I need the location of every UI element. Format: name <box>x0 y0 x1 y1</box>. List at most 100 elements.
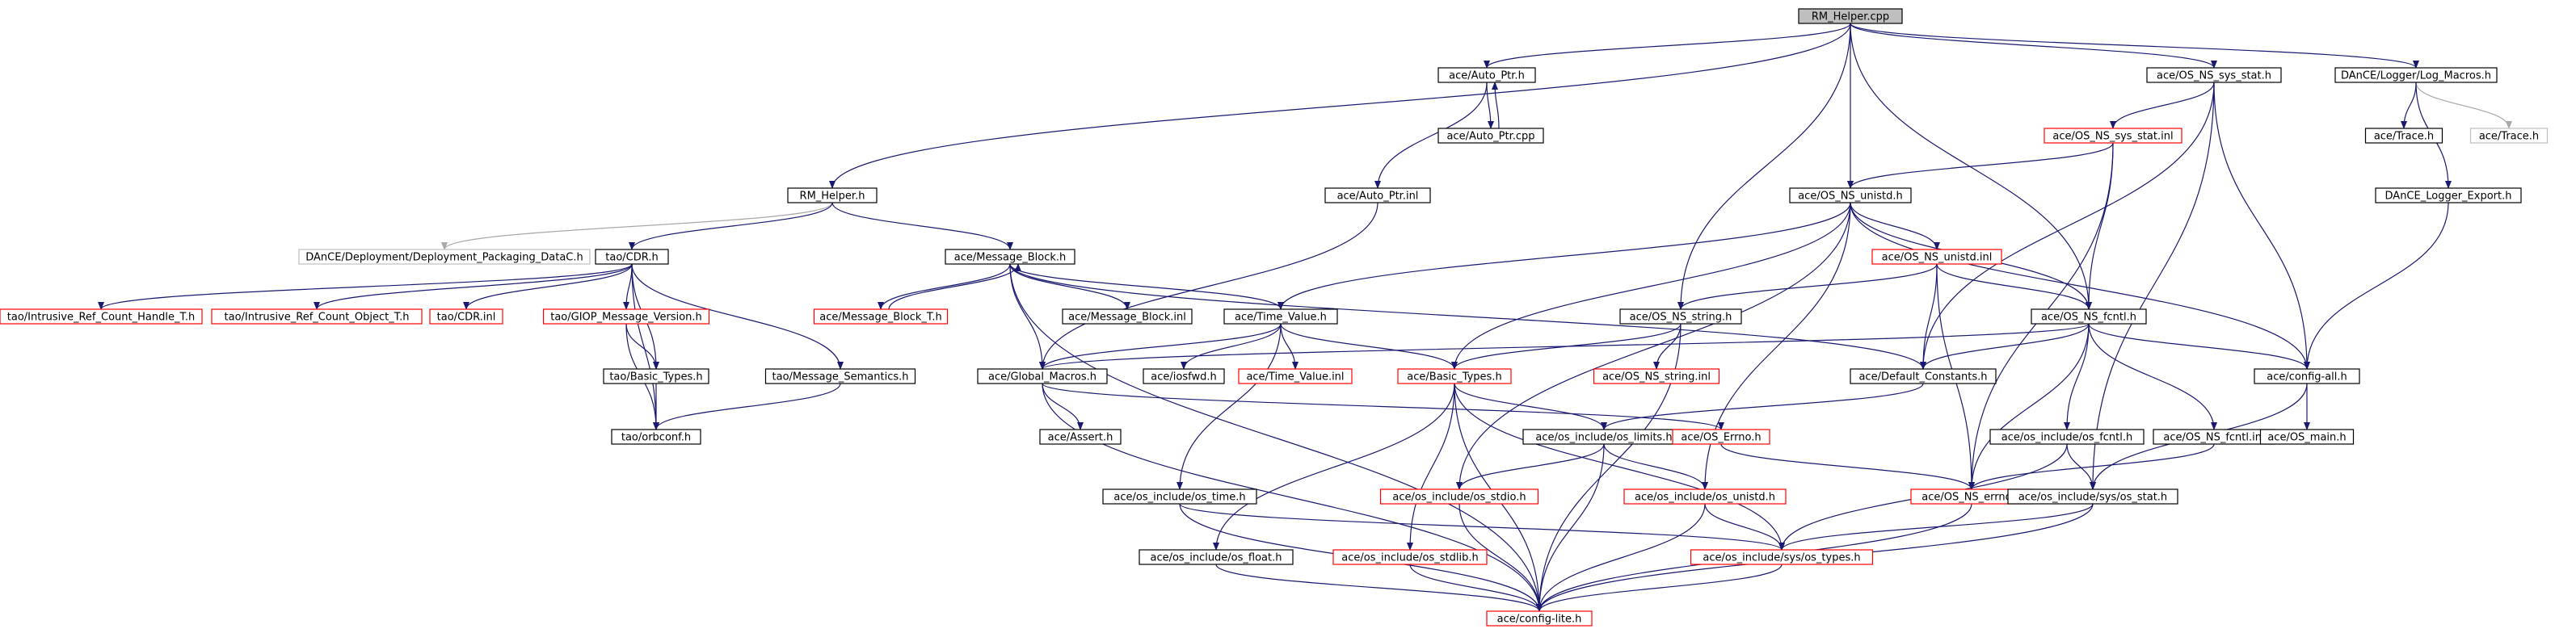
node-box <box>611 429 701 445</box>
node-label: ace/iosfwd.h <box>1151 371 1216 384</box>
edge-tao_cdr_h-to-tao_intrusive_handle <box>98 263 633 310</box>
node-label: ace/Message_Block.inl <box>1068 312 1186 324</box>
node-tao_basic_types_h[interactable]: tao/Basic_Types.h <box>603 368 709 384</box>
node-tao_message_semantics_h[interactable]: tao/Message_Semantics.h <box>764 368 916 384</box>
node-box <box>1332 549 1488 565</box>
node-ace_os_errno_h[interactable]: ace/OS_Errno.h <box>1672 429 1770 445</box>
node-ace_trace_h[interactable]: ace/Trace.h <box>2364 128 2443 144</box>
node-box <box>542 308 710 325</box>
node-ace_auto_ptr_h[interactable]: ace/Auto_Ptr.h <box>1437 67 1536 83</box>
node-box <box>813 308 949 325</box>
node-ace_auto_ptr_inl[interactable]: ace/Auto_Ptr.inl <box>1324 187 1431 203</box>
edge-ace_message_block_h-to-ace_config_lite_h <box>1009 263 1543 612</box>
node-ace_auto_ptr_cpp[interactable]: ace/Auto_Ptr.cpp <box>1437 128 1544 144</box>
node-ace_os_include_os_unistd_h[interactable]: ace/os_include/os_unistd.h <box>1623 488 1787 505</box>
node-label: DAnCE_Logger_Export.h <box>2385 191 2512 203</box>
node-ace_os_ns_fcntl_inl[interactable]: ace/OS_NS_fcntl.inl <box>2153 429 2275 445</box>
edge-ace_os_ns_sys_stat_h-to-ace_config_all_h <box>2213 82 2310 370</box>
node-ace_os_include_sys_os_stat_h[interactable]: ace/os_include/sys/os_stat.h <box>2007 488 2178 505</box>
node-ace_os_include_os_float_h[interactable]: ace/os_include/os_float.h <box>1139 549 1294 565</box>
node-ace_os_ns_string_inl[interactable]: ace/OS_NS_string.inl <box>1593 368 1720 384</box>
node-box <box>1223 308 1338 325</box>
node-box <box>787 187 878 203</box>
node-ace_os_ns_sys_stat_inl[interactable]: ace/OS_NS_sys_stat.inl <box>2044 128 2182 144</box>
edge-ace_os_ns_unistd_h-to-ace_basic_types_h <box>1451 202 1851 370</box>
node-ace_os_include_os_stdlib_h[interactable]: ace/os_include/os_stdlib.h <box>1332 549 1488 565</box>
node-dance_log_macros_h[interactable]: DAnCE/Logger/Log_Macros.h <box>2334 67 2498 83</box>
node-label: tao/CDR.inl <box>437 312 496 324</box>
edge-tao_cdr_h-to-tao_giop_message_version <box>623 263 633 310</box>
node-label: ace/OS_NS_sys_stat.inl <box>2052 131 2173 143</box>
edge-rm_helper_h-to-dance_deployment_packaging <box>441 202 833 250</box>
edge-ace_os_include_os_stdlib_h-to-ace_config_lite_h <box>1409 564 1543 612</box>
node-ace_os_include_os_fcntl_h[interactable]: ace/os_include/os_fcntl.h <box>1989 429 2145 445</box>
node-label: ace/Default_Constants.h <box>1858 371 1987 384</box>
node-rm_helper_h[interactable]: RM_Helper.h <box>787 187 878 203</box>
node-box <box>2146 67 2282 83</box>
node-tao_cdr_inl[interactable]: tao/CDR.inl <box>429 308 503 325</box>
node-box <box>1102 488 1257 505</box>
edge-ace_os_ns_unistd_inl-to-ace_os_ns_fcntl_h <box>1936 263 2092 310</box>
node-label: ace/Message_Block_T.h <box>819 312 941 324</box>
node-box <box>1062 308 1193 325</box>
node-label: ace/Auto_Ptr.h <box>1449 70 1525 82</box>
node-ace_os_include_os_limits_h[interactable]: ace/os_include/os_limits.h <box>1522 429 1686 445</box>
edge-ace_os_ns_unistd_inl-to-ace_os_ns_string_h <box>1677 263 1938 310</box>
edge-tao_cdr_h-to-tao_orbconf_h <box>631 263 659 430</box>
edge-ace_auto_ptr_h-to-ace_auto_ptr_inl <box>1374 82 1488 189</box>
edge-ace_os_ns_sys_stat_h-to-ace_os_include_sys_os_stat_h <box>2090 82 2215 490</box>
node-dance_deployment_packaging[interactable]: DAnCE/Deployment/Deployment_Packaging_Da… <box>298 249 591 265</box>
node-ace_config_all_h[interactable]: ace/config-all.h <box>2254 368 2360 384</box>
node-tao_giop_message_version[interactable]: tao/GIOP_Message_Version.h <box>542 308 710 325</box>
node-ace_os_ns_string_h[interactable]: ace/OS_NS_string.h <box>1619 308 1742 325</box>
node-ace_trace_h_gray[interactable]: ace/Trace.h <box>2469 128 2549 144</box>
node-ace_os_main_h[interactable]: ace/OS_main.h <box>2259 429 2355 445</box>
node-ace_assert_h[interactable]: ace/Assert.h <box>1039 429 1122 445</box>
node-label: ace/Basic_Types.h <box>1407 371 1501 384</box>
node-box <box>1437 128 1544 144</box>
node-label: ace/Global_Macros.h <box>988 371 1096 384</box>
node-tao_cdr_h[interactable]: tao/CDR.h <box>595 249 669 265</box>
node-label: ace/Auto_Ptr.cpp <box>1446 131 1534 143</box>
node-dance_logger_export_h[interactable]: DAnCE_Logger_Export.h <box>2375 187 2522 203</box>
node-ace_os_ns_errno_h[interactable]: ace/OS_NS_errno.h <box>1910 488 2033 505</box>
node-ace_message_block_h[interactable]: ace/Message_Block.h <box>945 249 1075 265</box>
node-ace_time_value_h[interactable]: ace/Time_Value.h <box>1223 308 1338 325</box>
node-box <box>298 249 591 265</box>
node-label: ace/os_include/os_unistd.h <box>1635 492 1775 504</box>
node-box <box>977 368 1108 384</box>
node-ace_os_ns_unistd_h[interactable]: ace/OS_NS_unistd.h <box>1789 187 1912 203</box>
node-label: ace/Time_Value.h <box>1235 312 1327 324</box>
node-ace_os_ns_unistd_inl[interactable]: ace/OS_NS_unistd.inl <box>1871 249 2002 265</box>
node-ace_basic_types_h[interactable]: ace/Basic_Types.h <box>1397 368 1512 384</box>
edge-ace_os_include_os_limits_h-to-ace_os_include_os_stdio_h <box>1456 443 1605 490</box>
node-ace_message_block_t_h[interactable]: ace/Message_Block_T.h <box>813 308 949 325</box>
node-ace_global_macros_h[interactable]: ace/Global_Macros.h <box>977 368 1108 384</box>
node-label: ace/OS_NS_fcntl.inl <box>2163 432 2264 444</box>
node-tao_intrusive_object[interactable]: tao/Intrusive_Ref_Count_Object_T.h <box>211 308 423 325</box>
edge-ace_time_value_h-to-ace_basic_types_h <box>1280 323 1458 370</box>
node-ace_message_block_inl[interactable]: ace/Message_Block.inl <box>1062 308 1193 325</box>
node-box <box>1039 429 1122 445</box>
edge-tao_cdr_h-to-tao_message_semantics_h <box>631 263 844 370</box>
node-ace_os_include_os_stdio_h[interactable]: ace/os_include/os_stdio.h <box>1379 488 1539 505</box>
node-ace_os_include_os_time_h[interactable]: ace/os_include/os_time.h <box>1102 488 1257 505</box>
node-label: ace/config-lite.h <box>1497 614 1582 626</box>
node-tao_orbconf_h[interactable]: tao/orbconf.h <box>611 429 701 445</box>
node-box <box>2031 308 2147 325</box>
node-ace_os_ns_sys_stat_h[interactable]: ace/OS_NS_sys_stat.h <box>2146 67 2282 83</box>
node-label: ace/Assert.h <box>1048 432 1113 444</box>
node-ace_os_include_sys_os_types_h[interactable]: ace/os_include/sys/os_types.h <box>1690 549 1874 565</box>
node-tao_intrusive_handle[interactable]: tao/Intrusive_Ref_Count_Handle_T.h <box>0 308 203 325</box>
edge-ace_os_include_os_unistd_h-to-ace_config_lite_h <box>1536 503 1706 612</box>
node-ace_time_value_inl[interactable]: ace/Time_Value.inl <box>1238 368 1353 384</box>
node-ace_default_constants_h[interactable]: ace/Default_Constants.h <box>1850 368 1997 384</box>
edge-ace_os_ns_unistd_inl-to-ace_default_constants_h <box>1920 263 1938 370</box>
edge-ace_os_ns_unistd_h-to-ace_os_include_os_unistd_h <box>1702 202 1851 490</box>
node-ace_iosfwd_h[interactable]: ace/iosfwd.h <box>1143 368 1225 384</box>
edge-ace_message_block_h-to-ace_message_block_t_h <box>878 263 1011 310</box>
node-rm_helper_cpp[interactable]: RM_Helper.cpp <box>1798 8 1903 24</box>
node-ace_config_lite_h[interactable]: ace/config-lite.h <box>1486 610 1593 627</box>
node-ace_os_ns_fcntl_h[interactable]: ace/OS_NS_fcntl.h <box>2031 308 2147 325</box>
edge-ace_os_include_os_float_h-to-ace_config_lite_h <box>1215 564 1543 612</box>
